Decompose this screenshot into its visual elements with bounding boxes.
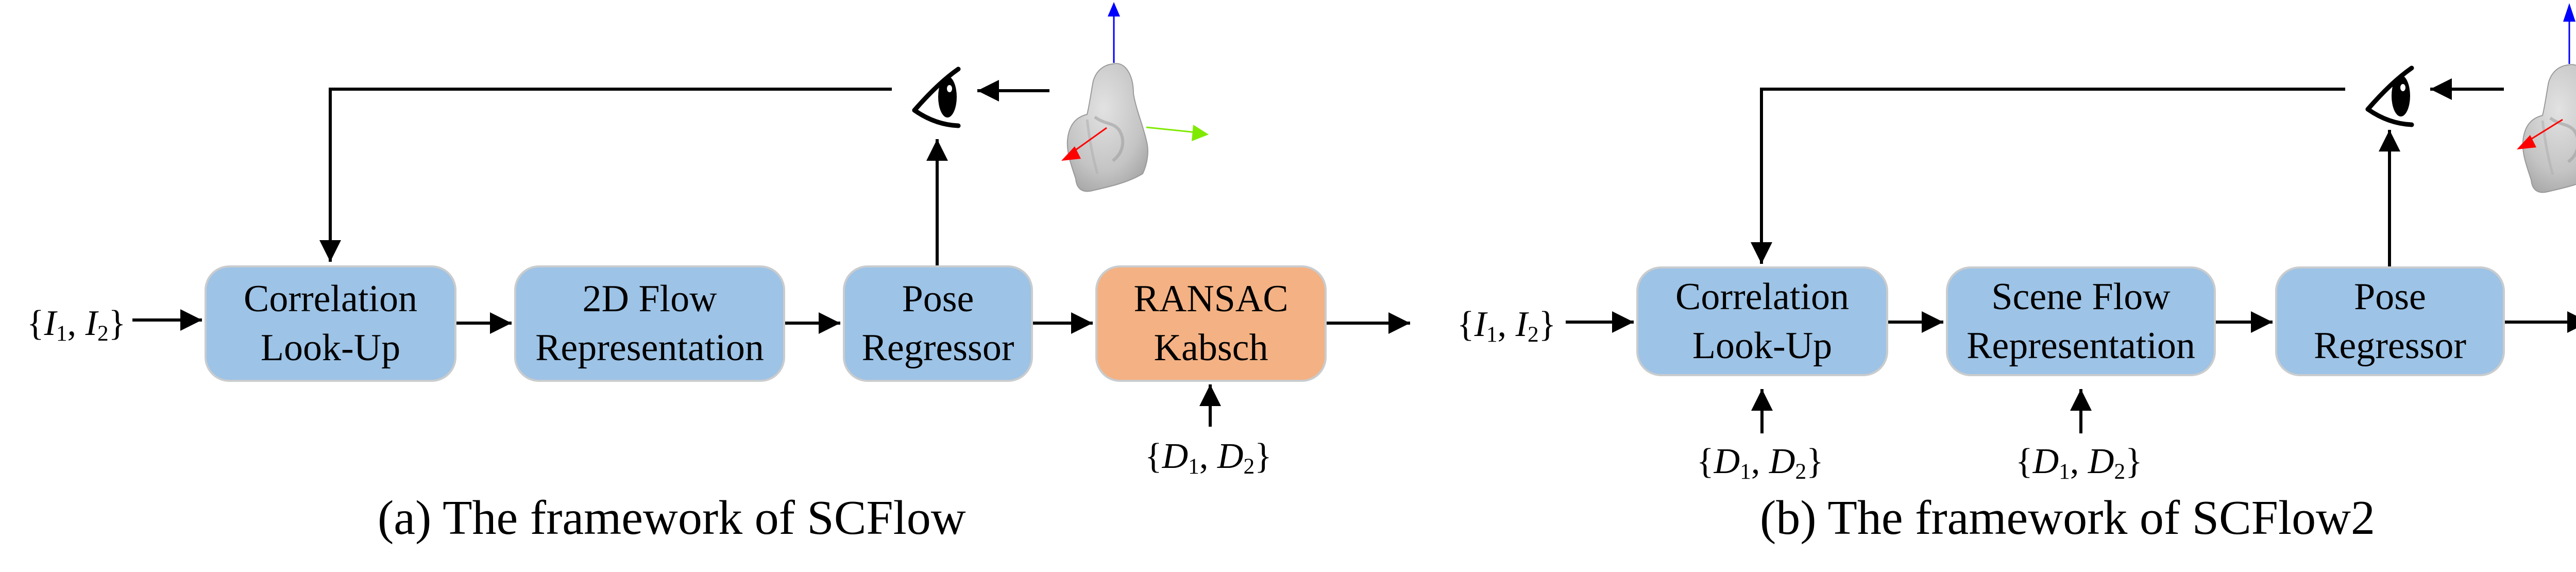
depth-label-correlation: {D1, D2} <box>1697 442 1824 484</box>
feedback-line <box>319 88 892 262</box>
depth-label: {D1, D2} <box>1145 436 1272 479</box>
input-images-label: {I1, I2} <box>27 304 126 346</box>
x-axis <box>2526 119 2563 143</box>
depth-label-sceneflow: {D1, D2} <box>2015 442 2143 484</box>
3d-object-with-axes-icon <box>1061 2 1209 191</box>
caption-b: (b) The framework of SCFlow2 <box>1760 491 2375 545</box>
x-axis <box>1070 127 1107 155</box>
eye-icon <box>914 69 958 126</box>
panel-a-connectors <box>132 2 1410 427</box>
caption-a: (a) The framework of SCFlow <box>378 491 966 545</box>
3d-object-with-axes-icon <box>2517 3 2576 192</box>
input-images-label: {I1, I2} <box>1457 305 1556 347</box>
y-axis <box>1146 126 1197 133</box>
eye-icon <box>2368 68 2412 125</box>
feedback-line <box>1751 88 2345 264</box>
panel-b-connectors <box>1566 3 2576 433</box>
